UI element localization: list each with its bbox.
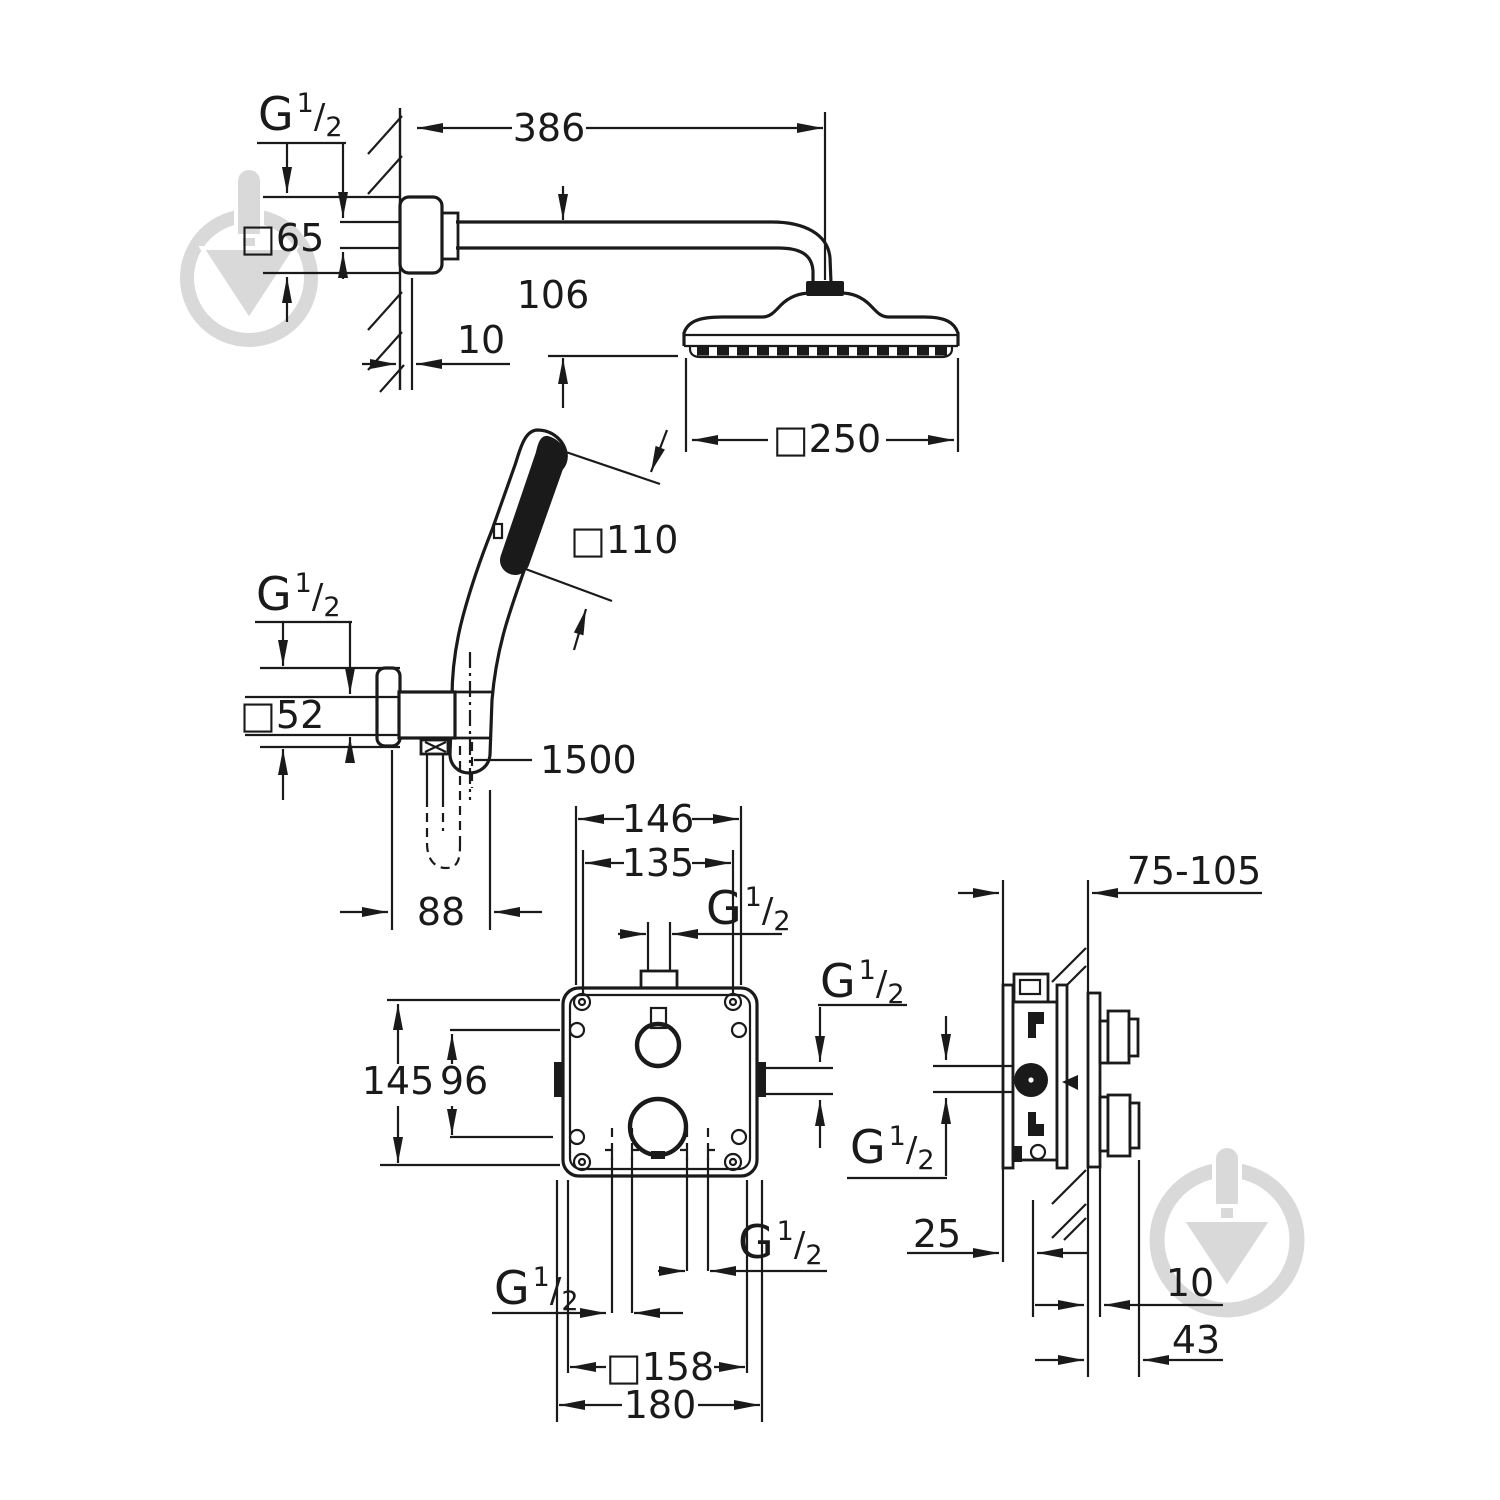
shower-arm xyxy=(456,220,833,284)
trim-plate-side xyxy=(1086,991,1102,1169)
valve-handle-bottom xyxy=(1098,1093,1141,1158)
dimension-label: 75-105 xyxy=(1127,849,1262,893)
box-side-tab xyxy=(554,1062,563,1097)
hand-shower-face xyxy=(500,435,567,575)
box-top-pipe xyxy=(646,922,672,971)
wall-section xyxy=(367,108,414,393)
dimension-trim-plate: □158 xyxy=(566,1180,749,1389)
rough-in-box-inner xyxy=(568,993,752,1171)
dimension-hand-shower-width: □110 xyxy=(511,429,678,651)
dimension-label: 10 xyxy=(457,318,505,362)
dimension-label: 135 xyxy=(622,841,695,885)
dimension-label: 25 xyxy=(913,1212,961,1256)
arm-nut xyxy=(440,211,460,261)
dimension-head-drop: 106 xyxy=(517,186,678,408)
dimension-holder-escutcheon: □52 xyxy=(240,666,400,749)
dimension-label: □110 xyxy=(570,518,678,562)
shower-hose xyxy=(419,738,474,870)
dimension-label: 88 xyxy=(417,890,465,934)
dimension-label: 1500 xyxy=(540,738,637,782)
dimension-holder-offset: 88 xyxy=(340,750,542,934)
wall-hatching xyxy=(1051,947,1087,1241)
dimension-label: □158 xyxy=(606,1345,714,1389)
wall-supply-stub xyxy=(340,220,400,250)
dimension-label: 145 xyxy=(362,1059,435,1103)
valve-opening-top xyxy=(634,1021,682,1069)
valve-opening-bottom xyxy=(627,1096,689,1158)
watermark-logo-icon xyxy=(1149,1144,1305,1318)
dimension-label: 386 xyxy=(513,106,586,150)
dimension-screw-spacing-width: 135 xyxy=(581,841,735,995)
box-side-tab xyxy=(757,1062,766,1097)
dimension-trim-plate-outer: 180 xyxy=(555,1180,764,1427)
dimension-hose-length: 1500 xyxy=(474,738,637,782)
dimension-wall-thickness: 10 xyxy=(362,318,510,369)
dimension-head-width: □250 xyxy=(684,358,960,461)
dimension-label: □250 xyxy=(773,417,881,461)
valve-notch xyxy=(651,1151,665,1159)
side-view-inlet xyxy=(933,1064,1012,1094)
dimension-screw-spacing-height: 96 xyxy=(440,1028,560,1139)
dimension-finished-wall: 10 xyxy=(1035,1261,1223,1310)
dimension-label: 180 xyxy=(624,1383,697,1427)
watermark-logo-icon xyxy=(180,166,318,347)
arm-escutcheon xyxy=(398,195,444,275)
shower-holder xyxy=(397,690,492,740)
dimension-box-front-depth: 25 xyxy=(907,1160,1141,1377)
dimension-arm-length: 386 xyxy=(417,106,823,150)
dimension-label: 146 xyxy=(622,797,695,841)
hand-shower-button xyxy=(492,522,504,540)
dimension-label: 96 xyxy=(440,1059,488,1103)
dimension-label: 106 xyxy=(517,273,590,317)
concealed-valve-body xyxy=(1001,972,1078,1170)
dimension-arm-escutcheon: □65 xyxy=(240,195,400,275)
dimension-label: □65 xyxy=(240,216,324,260)
dimension-label: 10 xyxy=(1166,1261,1214,1305)
head-shower xyxy=(682,291,960,359)
dimension-label: □52 xyxy=(240,693,324,737)
dimension-install-depth: 75-105 xyxy=(958,849,1262,898)
box-bottom-connectors xyxy=(605,1128,715,1313)
box-top-pipe-flange xyxy=(639,969,679,990)
dimension-handle-depth: 43 xyxy=(1035,1318,1223,1365)
box-right-outlet xyxy=(766,1066,833,1096)
dimension-box-width: 146 xyxy=(574,797,743,985)
valve-handle-top xyxy=(1098,1009,1140,1065)
dimension-box-height: 145 xyxy=(362,998,560,1167)
dimension-label: 43 xyxy=(1172,1318,1220,1362)
